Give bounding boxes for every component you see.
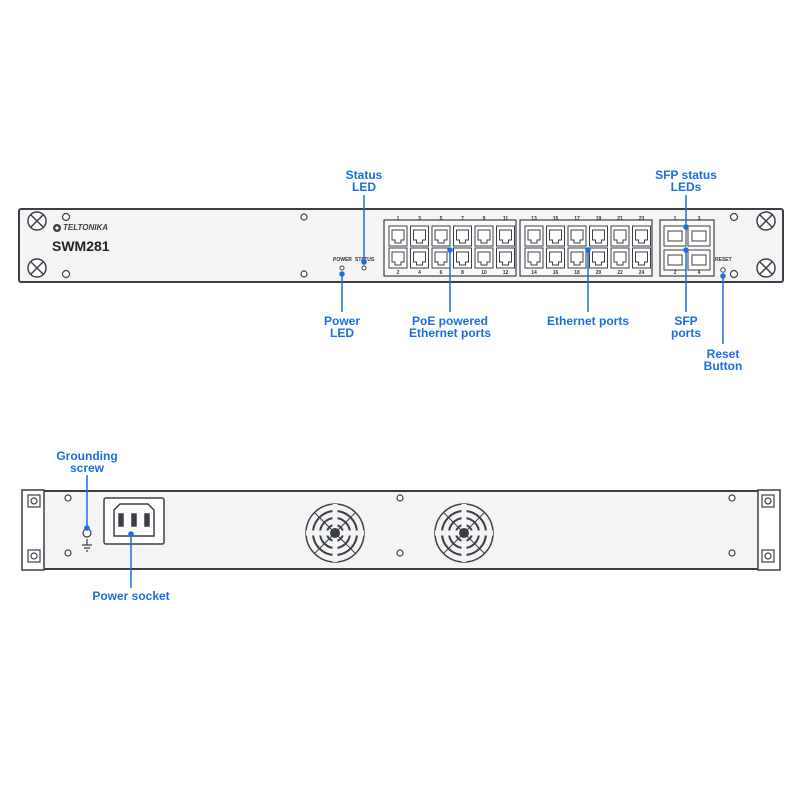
rj45-port-socket xyxy=(434,251,448,266)
port-number: 19 xyxy=(595,216,602,222)
port-number: 9 xyxy=(482,216,486,222)
reset-button xyxy=(720,267,726,273)
port-number: 16 xyxy=(552,270,559,276)
port-number: 5 xyxy=(439,216,443,222)
port-number: 17 xyxy=(574,216,580,222)
port-number: 21 xyxy=(617,216,623,222)
power-led-label: POWER xyxy=(333,257,352,263)
rj45-port-socket xyxy=(549,229,562,244)
rj45-port-socket xyxy=(413,251,426,266)
grounding-screw-callout: Grounding screw xyxy=(56,449,118,475)
port-number: 10 xyxy=(481,270,487,276)
rj45-port-socket xyxy=(434,229,448,244)
rj45-port-socket xyxy=(592,229,605,244)
port-number: 13 xyxy=(531,216,537,222)
rj45-port-socket xyxy=(592,251,605,266)
rj45-port-socket xyxy=(413,229,426,244)
rj45-port-socket xyxy=(635,251,648,266)
port-number: 2 xyxy=(396,270,400,276)
port-number: 8 xyxy=(461,270,464,276)
rj45-port-socket xyxy=(477,251,491,266)
port-number: 12 xyxy=(502,270,509,276)
rj45-port-socket xyxy=(570,229,584,244)
brand-logo-text: TELTONIKA xyxy=(63,223,109,232)
screw-icon xyxy=(27,211,776,278)
front-leds xyxy=(339,265,726,273)
rj45-port-socket xyxy=(635,229,648,244)
port-number: 4 xyxy=(697,270,701,276)
power-socket-icon xyxy=(103,497,165,545)
rj45-port-socket xyxy=(499,229,512,244)
port-number: 22 xyxy=(617,270,623,276)
port-number: 20 xyxy=(595,270,602,276)
port-number: 3 xyxy=(418,216,421,222)
sfp-port-cage xyxy=(667,254,683,266)
sfp-port-cage xyxy=(691,254,707,266)
rj45-port-socket xyxy=(456,251,469,266)
teltonika-logo-icon xyxy=(53,224,61,232)
port-number: 6 xyxy=(439,270,443,276)
small-screw-icons xyxy=(61,212,739,279)
port-number: 11 xyxy=(502,216,509,222)
power-led xyxy=(339,265,345,271)
fan-icon xyxy=(305,503,365,563)
port-number: 1 xyxy=(396,216,400,222)
poe-ports-callout: PoE powered Ethernet ports xyxy=(408,314,491,340)
rj45-port-socket xyxy=(527,251,541,266)
port-number: 1 xyxy=(673,216,677,222)
sfp-port-cage xyxy=(691,230,707,242)
rj45-port-socket xyxy=(499,251,512,266)
sfp-status-leds-callout: SFP status LEDs xyxy=(655,168,717,194)
status-led xyxy=(361,265,367,271)
model-name: SWM281 xyxy=(52,238,110,254)
rj45-port-socket xyxy=(456,229,469,244)
rj45-port-socket xyxy=(613,229,627,244)
rj45-port-socket xyxy=(477,229,491,244)
port-number: 18 xyxy=(574,270,580,276)
ethernet-ports-callout: Ethernet ports xyxy=(546,314,629,328)
sfp-ports-callout: SFP ports xyxy=(671,314,701,340)
fan-icon xyxy=(434,503,494,563)
callout-lines xyxy=(84,195,726,588)
rj45-port-socket xyxy=(613,251,627,266)
reset-label: RESET xyxy=(715,257,732,263)
grounding-screw-icon xyxy=(82,528,92,552)
rj45-port-socket xyxy=(570,251,584,266)
port-number: 14 xyxy=(531,270,537,276)
status-led-callout: Status LED xyxy=(345,168,383,194)
power-socket-callout: Power socket xyxy=(92,589,170,603)
power-led-callout: Power LED xyxy=(323,314,360,340)
port-number: 24 xyxy=(638,270,645,276)
port-number: 4 xyxy=(418,270,421,276)
rj45-port-socket xyxy=(527,229,541,244)
port-number: 23 xyxy=(638,216,645,222)
port-number: 15 xyxy=(552,216,559,222)
rj45-port-socket xyxy=(391,251,405,266)
rj45-port-socket xyxy=(549,251,562,266)
sfp-port-cage xyxy=(667,230,683,242)
reset-button-callout: Reset Button xyxy=(703,347,743,373)
port-number: 2 xyxy=(673,270,677,276)
rj45-port-socket xyxy=(391,229,405,244)
port-number: 7 xyxy=(461,216,464,222)
port-number: 3 xyxy=(697,216,701,222)
